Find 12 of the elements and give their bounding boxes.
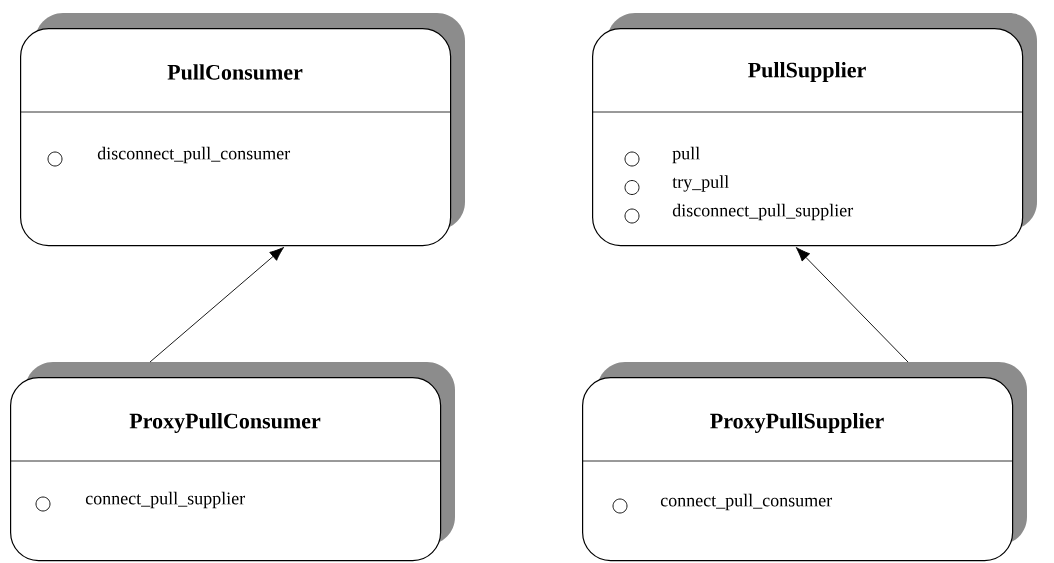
method-name: connect_pull_supplier <box>85 491 246 509</box>
class-name: ProxyPullSupplier <box>710 413 884 433</box>
method-name: try_pull <box>672 175 729 192</box>
class-name: PullConsumer <box>167 64 303 80</box>
arrow <box>795 247 909 363</box>
method-name: disconnect_pull_supplier <box>672 203 854 221</box>
class-name: ProxyPullConsumer <box>129 413 321 433</box>
method-name: disconnect_pull_consumer <box>97 146 290 164</box>
class-name: PullSupplier <box>748 62 866 82</box>
arrow <box>149 246 285 363</box>
method-name: pull <box>672 146 700 164</box>
method-name: connect_pull_consumer <box>660 493 832 511</box>
